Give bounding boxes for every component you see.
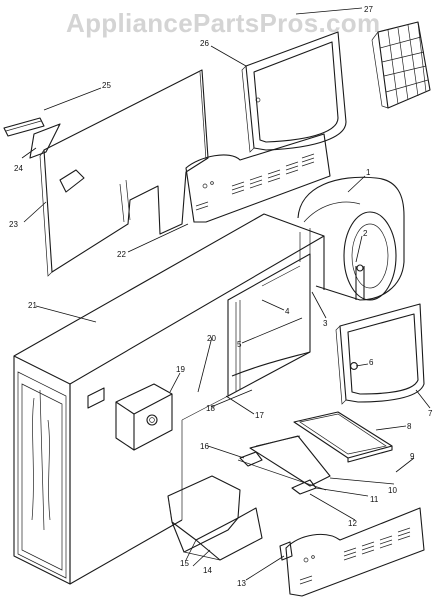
strip-part [3, 117, 45, 137]
callout-2: 2 [363, 229, 368, 238]
filter-part [293, 411, 393, 463]
callout-16: 16 [200, 442, 209, 451]
callout-19: 19 [176, 365, 185, 374]
callout-6: 6 [369, 358, 374, 367]
callout-14: 14 [203, 566, 212, 575]
control-box-part [115, 383, 173, 451]
callout-25: 25 [102, 81, 111, 90]
callout-8: 8 [407, 422, 412, 431]
callout-15: 15 [180, 559, 189, 568]
wire-grille-part [371, 21, 431, 109]
callout-4: 4 [285, 307, 290, 316]
callout-9: 9 [410, 452, 415, 461]
side-panel-part [39, 69, 209, 277]
callout-13: 13 [237, 579, 246, 588]
callouts: 27 26 25 24 23 22 1 2 3 4 5 6 7 8 9 10 1… [9, 5, 433, 588]
callout-21: 21 [28, 301, 37, 310]
callout-7: 7 [428, 409, 433, 418]
callout-10: 10 [388, 486, 397, 495]
lower-louver-grille [279, 507, 425, 597]
blower-housing-part [297, 176, 405, 301]
callout-11: 11 [370, 495, 379, 504]
deflector-part [237, 435, 331, 495]
callout-20: 20 [207, 334, 216, 343]
main-cabinet-part [13, 213, 325, 585]
callout-26: 26 [200, 39, 209, 48]
callout-27: 27 [364, 5, 373, 14]
callout-18: 18 [206, 404, 215, 413]
callout-1: 1 [366, 168, 371, 177]
callout-17: 17 [255, 411, 264, 420]
callout-5: 5 [237, 340, 242, 349]
lower-shroud-part [167, 475, 263, 561]
callout-24: 24 [14, 164, 23, 173]
callout-3: 3 [323, 319, 328, 328]
callout-22: 22 [117, 250, 126, 259]
callout-23: 23 [9, 220, 18, 229]
bracket-part [29, 123, 61, 159]
upper-louver-grille [185, 133, 331, 223]
callout-12: 12 [348, 519, 357, 528]
front-frame-part [241, 31, 347, 153]
leader-lines [21, 7, 431, 581]
watermark: AppliancePartsPros.com [66, 8, 381, 38]
front-panel-part [335, 303, 425, 405]
